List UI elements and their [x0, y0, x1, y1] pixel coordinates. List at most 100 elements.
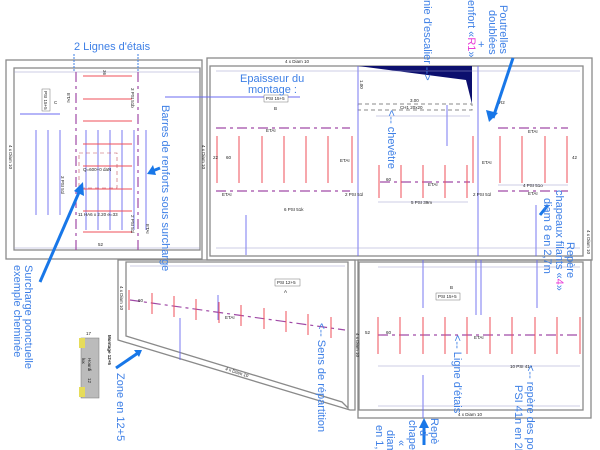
zone-b2: B: [450, 285, 453, 290]
distribution-direction-note: <-- Sens de répartition: [315, 323, 327, 432]
arrow-icon: [74, 182, 84, 196]
walls: [5, 57, 593, 419]
thickness-note-line1: Epaisseur du: [240, 73, 304, 85]
psi-51l-label: 2 PSI 51l: [473, 192, 491, 197]
trimmer-ch1: [357, 103, 473, 111]
psi-tag-c: PSI 15+5: [43, 91, 48, 110]
hourdi-label: Hourdi: [87, 358, 92, 371]
r2-label: R2: [499, 100, 505, 105]
hourdi-block-image: 17 Hourdi lux 12 Montage 12+5: [79, 331, 112, 399]
diam-panel-a-left: 4 x Diam 10: [119, 286, 124, 311]
psi-39m-label: 5 PSI 39m: [411, 200, 432, 205]
ha-label: 11 HA6 x 2.20 e=33: [78, 212, 118, 217]
dim-36: 36: [102, 70, 107, 76]
etai-label: ETAI: [482, 160, 492, 165]
panel-b2-outer: [357, 259, 592, 419]
dim-100: 1.00: [359, 80, 364, 89]
dim-52: 52: [365, 330, 371, 335]
diam-right: 4 x Diam 10: [586, 230, 591, 255]
bottom-note-line4: «: [395, 440, 407, 446]
panel-b2-inner: [358, 261, 584, 411]
etai-label: ETAI: [340, 158, 350, 163]
dim-60: 60: [226, 155, 232, 160]
callout-arrows: [38, 54, 550, 445]
zone-note: Zone en 12+5: [114, 373, 126, 441]
panel-c-outer: [5, 59, 203, 260]
psi-41n-label: 10 PSI 41n: [510, 364, 533, 369]
zone-b: B: [274, 106, 277, 111]
etai-label: ETAI: [66, 93, 71, 103]
etai-label: ETAI: [145, 224, 150, 234]
cap-bars-note-line1: Repère: [564, 242, 576, 278]
diam-panel-b2-bottom: 4 x Diam 10: [458, 412, 483, 417]
point-load-note-line2: exemple cheminée: [11, 265, 23, 357]
etai-label: ETAI: [225, 315, 235, 320]
arrow-icon: [486, 110, 498, 122]
zone-a: A: [284, 289, 287, 294]
dim-60: 60: [138, 298, 144, 303]
arrow-icon: [115, 351, 139, 370]
reinforcement-note: Barres de renforts sous surcharge: [159, 105, 171, 271]
psi-51o-label: 4 PSI 51o: [523, 183, 543, 188]
hourdi-dim-12: 12: [87, 378, 92, 384]
reinforcement-r1-note: enfort «R1»: [465, 0, 477, 58]
arrow-icon: [419, 418, 429, 428]
annotations: 2 Lignes d'étais Epaisseur du montage : …: [11, 0, 576, 450]
dim-52: 52: [98, 242, 104, 247]
psi-tag-b2: PSI 15+5: [438, 294, 457, 299]
bottom-note-line5: diam: [384, 430, 396, 450]
bottom-note-line1: Repè: [428, 418, 440, 444]
plus-sign: +: [478, 39, 484, 51]
cap-bars-note-line3: diam 8 en 2,7m: [541, 198, 553, 274]
ch1-label: CH1 20x20: [400, 105, 423, 110]
bottom-note-line2: d: [417, 430, 429, 436]
bottom-note-line3: chapea: [406, 420, 418, 450]
dim-300: 3.00: [410, 98, 419, 103]
diam-top: 4 x Diam 10: [285, 59, 310, 64]
psi-tag-b: PSI 15+5: [266, 96, 285, 101]
dim-60: 60: [386, 177, 392, 182]
psi-tag-a: PSI 12+5: [277, 280, 296, 285]
diam-panel-a-bottom: 4 x Diam 10: [225, 366, 250, 378]
diam-left: 4 x Diam 10: [8, 145, 13, 170]
props-lines-note: 2 Lignes d'étais: [74, 41, 151, 53]
cap-bars-note-line2: chapeaux filants «4»: [553, 190, 565, 291]
dim-60: 60: [386, 330, 392, 335]
panel-c-inner: [13, 67, 201, 251]
joist-marks-note-line2: PSI 41n en 2D: [512, 385, 524, 450]
arrow-icon: [538, 204, 550, 216]
bottom-note-line6: en 1,3: [373, 425, 385, 450]
panel-a-outer: [117, 259, 356, 411]
psi-51l-label: 2 PSI 51l: [345, 192, 363, 197]
joist-marks-note-line1: <-- repère des poutr: [524, 365, 536, 450]
hourdi-mark: lux: [81, 358, 86, 365]
dimension-lines: [14, 70, 580, 407]
stair-opening-hatch: [358, 66, 472, 104]
panel-a-inner: [125, 261, 349, 410]
point-load-note-line1: Surcharge ponctuelle: [22, 265, 34, 369]
dim-42: 42: [572, 155, 578, 160]
arrow-icon: [147, 165, 156, 175]
point-load-zone: [78, 152, 118, 189]
psi-51l-label: 3 PSI 51l: [60, 176, 65, 194]
props-lines: [75, 72, 580, 336]
double-joists-note-line2: doublées: [486, 10, 498, 55]
props-line-note: <-- Ligne d'étais: [451, 335, 463, 414]
etai-label: ETAI: [266, 128, 276, 133]
psi-51k-label: 6 PSI 51k: [284, 207, 304, 212]
psi-51b-label: 3 PSI 51b: [130, 88, 135, 108]
reinforcement-bars: [83, 75, 581, 354]
dim-22: 22: [213, 155, 219, 160]
etai-label: ETAI: [428, 182, 438, 187]
hourdi-dim-17: 17: [86, 331, 92, 336]
etai-label: ETAI: [474, 335, 484, 340]
diam-panel-b2-left: 4 x Diam 10: [355, 333, 360, 358]
arrow-icon: [134, 350, 142, 357]
arrow-icon: [38, 189, 82, 283]
arrow-icon: [491, 57, 515, 119]
joists: [20, 66, 538, 418]
thickness-note-line2: montage :: [248, 84, 297, 96]
double-joists-note-line1: Poutrelles: [497, 5, 509, 54]
